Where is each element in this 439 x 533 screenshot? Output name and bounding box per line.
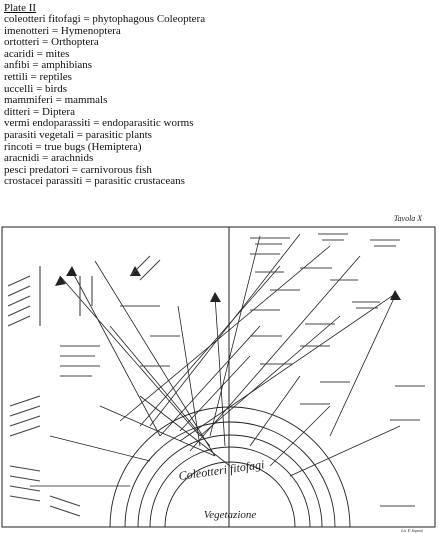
plate-figure: Coleotteri fitofagi Vegetazione Tavola X… bbox=[0, 206, 439, 533]
plate-title: Plate II bbox=[4, 2, 37, 14]
legend-item: ditteri = Diptera bbox=[4, 105, 75, 118]
legend-item: vermi endoparassiti = endoparasitic worm… bbox=[4, 117, 194, 130]
footer-credit: Lit. F. Saponi bbox=[400, 528, 423, 533]
arrowheads bbox=[55, 266, 401, 302]
legend-item: uccelli = birds bbox=[4, 82, 68, 95]
legend-item: crostacei parassiti = parasitic crustace… bbox=[4, 175, 185, 188]
legend-item: rettili = reptiles bbox=[4, 70, 72, 83]
arc-2 bbox=[124, 421, 336, 528]
vegetation-label: Vegetazione bbox=[204, 509, 257, 521]
corner-label: Tavola X bbox=[394, 214, 423, 223]
legend-item: aracnidi = arachnids bbox=[4, 152, 94, 165]
food-web-diagram: Coleotteri fitofagi Vegetazione Tavola X… bbox=[1, 214, 436, 533]
vegetation-arc bbox=[164, 461, 296, 528]
legend: Plate II coleotteri fitofagi = phytophag… bbox=[4, 2, 304, 188]
legend-item: anfibi = amphibians bbox=[4, 59, 93, 72]
plate-frame bbox=[1, 226, 436, 528]
arc-4 bbox=[149, 446, 311, 528]
legend-item: coleotteri fitofagi = phytophagous Coleo… bbox=[4, 13, 206, 25]
arc-label: Coleotteri fitofagi bbox=[178, 457, 265, 483]
legend-item: pesci predatori = carnivorous fish bbox=[4, 163, 152, 176]
legend-list: coleotteri fitofagi = phytophagous Coleo… bbox=[4, 13, 304, 188]
legend-item: rincoti = true bugs (Hemiptera) bbox=[4, 140, 142, 153]
legend-item: imenotteri = Hymenoptera bbox=[4, 24, 121, 37]
arc-3 bbox=[137, 434, 323, 528]
legend-item: parasiti vegetali = parasitic plants bbox=[4, 128, 152, 141]
legend-item: acaridi = mites bbox=[4, 47, 70, 60]
legend-item: mammiferi = mammals bbox=[4, 94, 108, 107]
relationship-lines bbox=[30, 233, 401, 487]
legend-item: ortotteri = Orthoptera bbox=[4, 36, 99, 49]
species-label-marks bbox=[7, 233, 425, 517]
